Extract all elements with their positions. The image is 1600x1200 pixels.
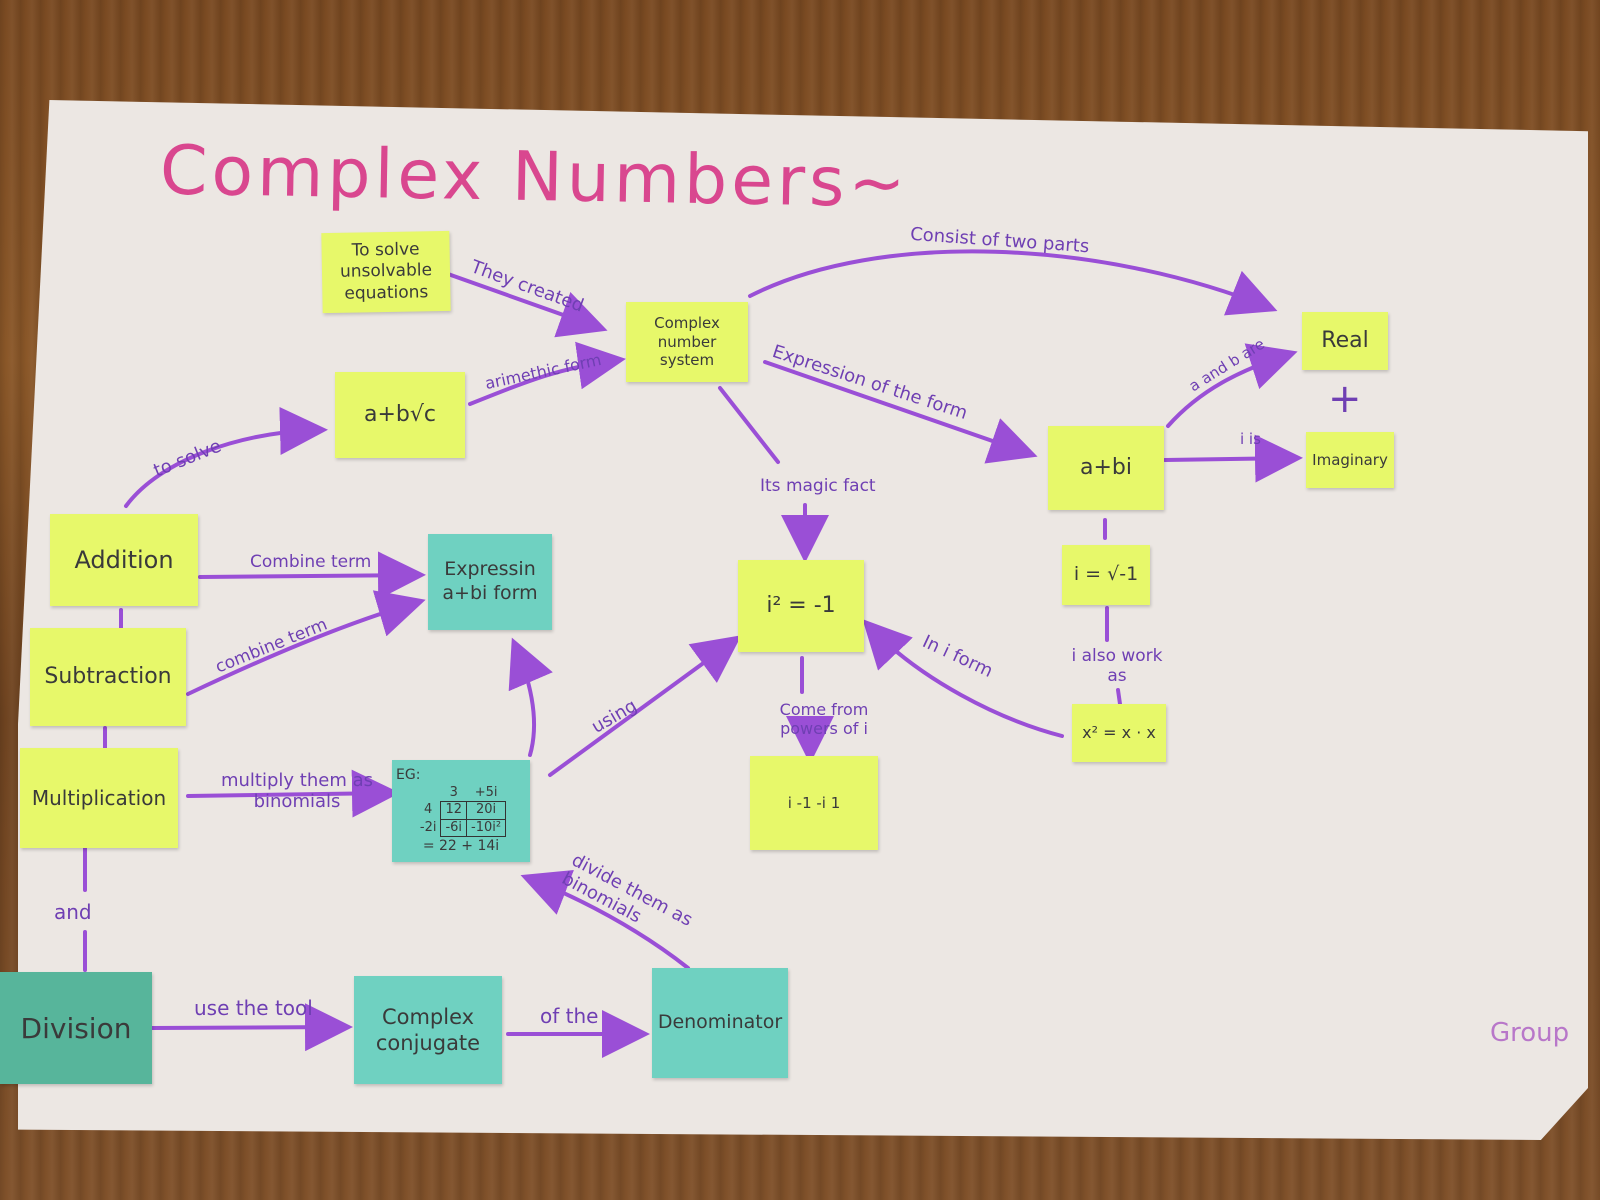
eg-top-0: 3 — [449, 785, 458, 801]
eg-cell-0-1: 20i — [466, 801, 507, 820]
group-label: Group — [1490, 1018, 1570, 1048]
eg-top-1: +5i — [474, 785, 498, 801]
note-multiplication: Multiplication — [20, 748, 178, 848]
arrow-in-i-form — [862, 619, 1064, 738]
eg-table: 3 +5i 4 12 20i -2i -6i -10i² — [416, 785, 507, 837]
label-i-also: i also work as — [1071, 646, 1163, 686]
note-a-b-root-c: a+b√c — [335, 372, 465, 458]
note-complex-number-system: Complex number system — [626, 302, 748, 382]
label-come-from: Come from powers of i — [779, 700, 869, 738]
arrow-using — [548, 635, 742, 777]
arrow-expression-form — [763, 360, 1038, 464]
arrow-divide — [520, 869, 690, 970]
eg-title: EG: — [396, 766, 421, 783]
line-magic-fact — [718, 386, 780, 464]
note-complex-conjugate: Complex conjugate — [354, 976, 502, 1084]
arrow-eg-up — [508, 637, 553, 757]
eg-cell-0-0: 12 — [440, 801, 468, 820]
plus-sign: + — [1328, 376, 1362, 422]
note-denominator: Denominator — [652, 968, 788, 1078]
arrow-consist — [748, 249, 1278, 316]
arrow-to-real — [1166, 343, 1298, 428]
label-multiply: multiply them as binomials — [220, 770, 373, 812]
note-expression-form: Expressin a+bi form — [428, 534, 552, 630]
arrow-multiply — [186, 769, 400, 818]
note-i-squared: i² = -1 — [738, 560, 864, 652]
note-subtraction: Subtraction — [30, 628, 186, 726]
arrow-to-complex-system — [446, 272, 608, 338]
eg-left-1: -2i — [419, 819, 437, 835]
note-imaginary: Imaginary — [1306, 432, 1394, 488]
arrow-use-tool — [150, 1003, 353, 1052]
note-x-squared: x² = x · x — [1072, 704, 1166, 762]
label-magic-fact: Its magic fact — [760, 476, 876, 496]
note-addition: Addition — [50, 514, 198, 606]
arrow-to-solve — [124, 407, 328, 508]
label-combine-1: Combine term — [250, 552, 372, 572]
eg-cell-1-1: -10i² — [466, 818, 507, 837]
arrow-arimethic — [468, 341, 626, 406]
label-use-tool: use the tool — [194, 996, 313, 1020]
arrow-combine-1 — [198, 551, 426, 600]
label-of-the: of the — [540, 1004, 599, 1028]
note-division: Division — [0, 972, 152, 1084]
note-eg-example: EG: 3 +5i 4 12 20i -2i -6i -10i² = 22 + … — [392, 760, 530, 862]
arrow-combine-2 — [186, 590, 426, 696]
note-to-solve-unsolvable: To solve unsolvable equations — [321, 230, 451, 314]
line-i-also-down — [1116, 688, 1122, 706]
label-i-is: i is — [1240, 430, 1261, 448]
eg-result: = 22 + 14i — [422, 837, 500, 854]
label-and: and — [54, 900, 92, 924]
note-real: Real — [1302, 312, 1388, 370]
arrow-to-imaginary — [1163, 434, 1303, 483]
note-i-root: i = √-1 — [1062, 545, 1150, 605]
eg-cell-1-0: -6i — [440, 818, 468, 837]
note-powers-cycle: i -1 -i 1 — [750, 756, 878, 850]
note-a-bi-center: a+bi — [1048, 426, 1164, 510]
eg-left-0: 4 — [424, 802, 433, 818]
